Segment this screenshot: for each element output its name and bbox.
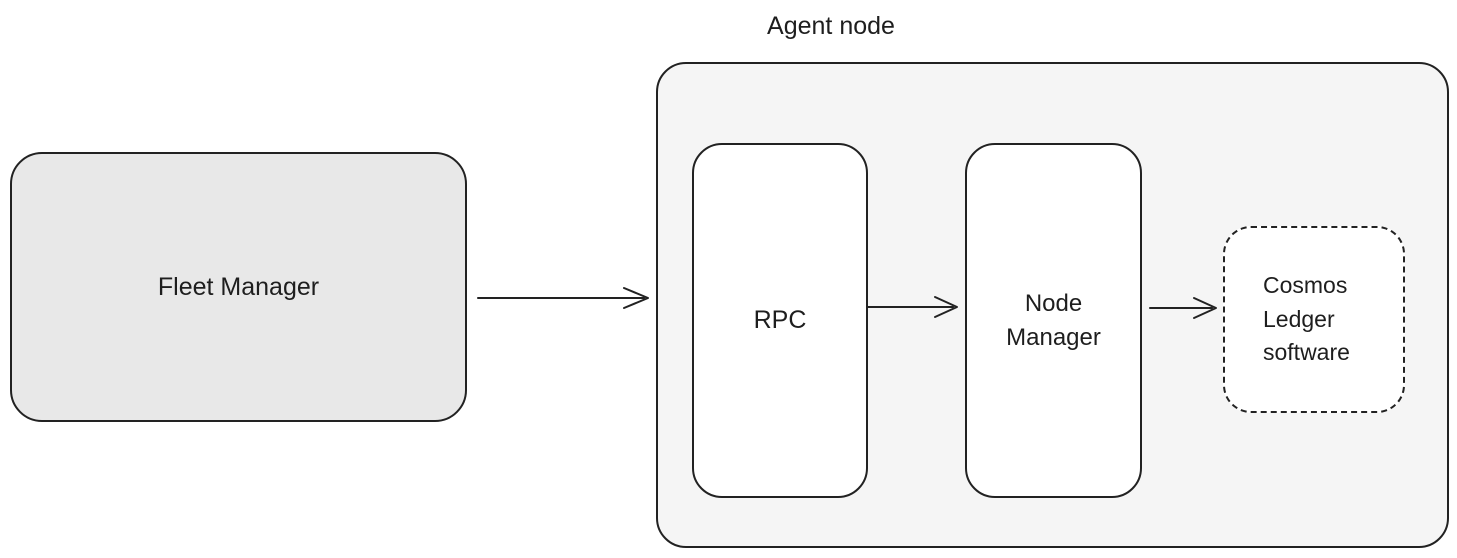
fleet-manager-label: Fleet Manager [157,272,320,301]
cosmos-ledger-software-label: Cosmos Ledger software [1263,272,1350,366]
agent-node-label: Agent node [767,12,895,40]
arrow-node-manager-to-cosmos-ledger [1149,297,1217,319]
rpc-node: RPC [692,143,868,498]
arrow-rpc-to-node-manager [867,296,958,318]
node-manager-label: Node Manager [1006,289,1101,351]
rpc-label: RPC [753,306,807,334]
arrow-fleet-manager-to-agent-node [477,287,649,309]
node-manager-node: Node Manager [965,143,1142,498]
cosmos-ledger-software-node: Cosmos Ledger software [1223,226,1405,413]
fleet-manager-node: Fleet Manager [10,152,467,422]
